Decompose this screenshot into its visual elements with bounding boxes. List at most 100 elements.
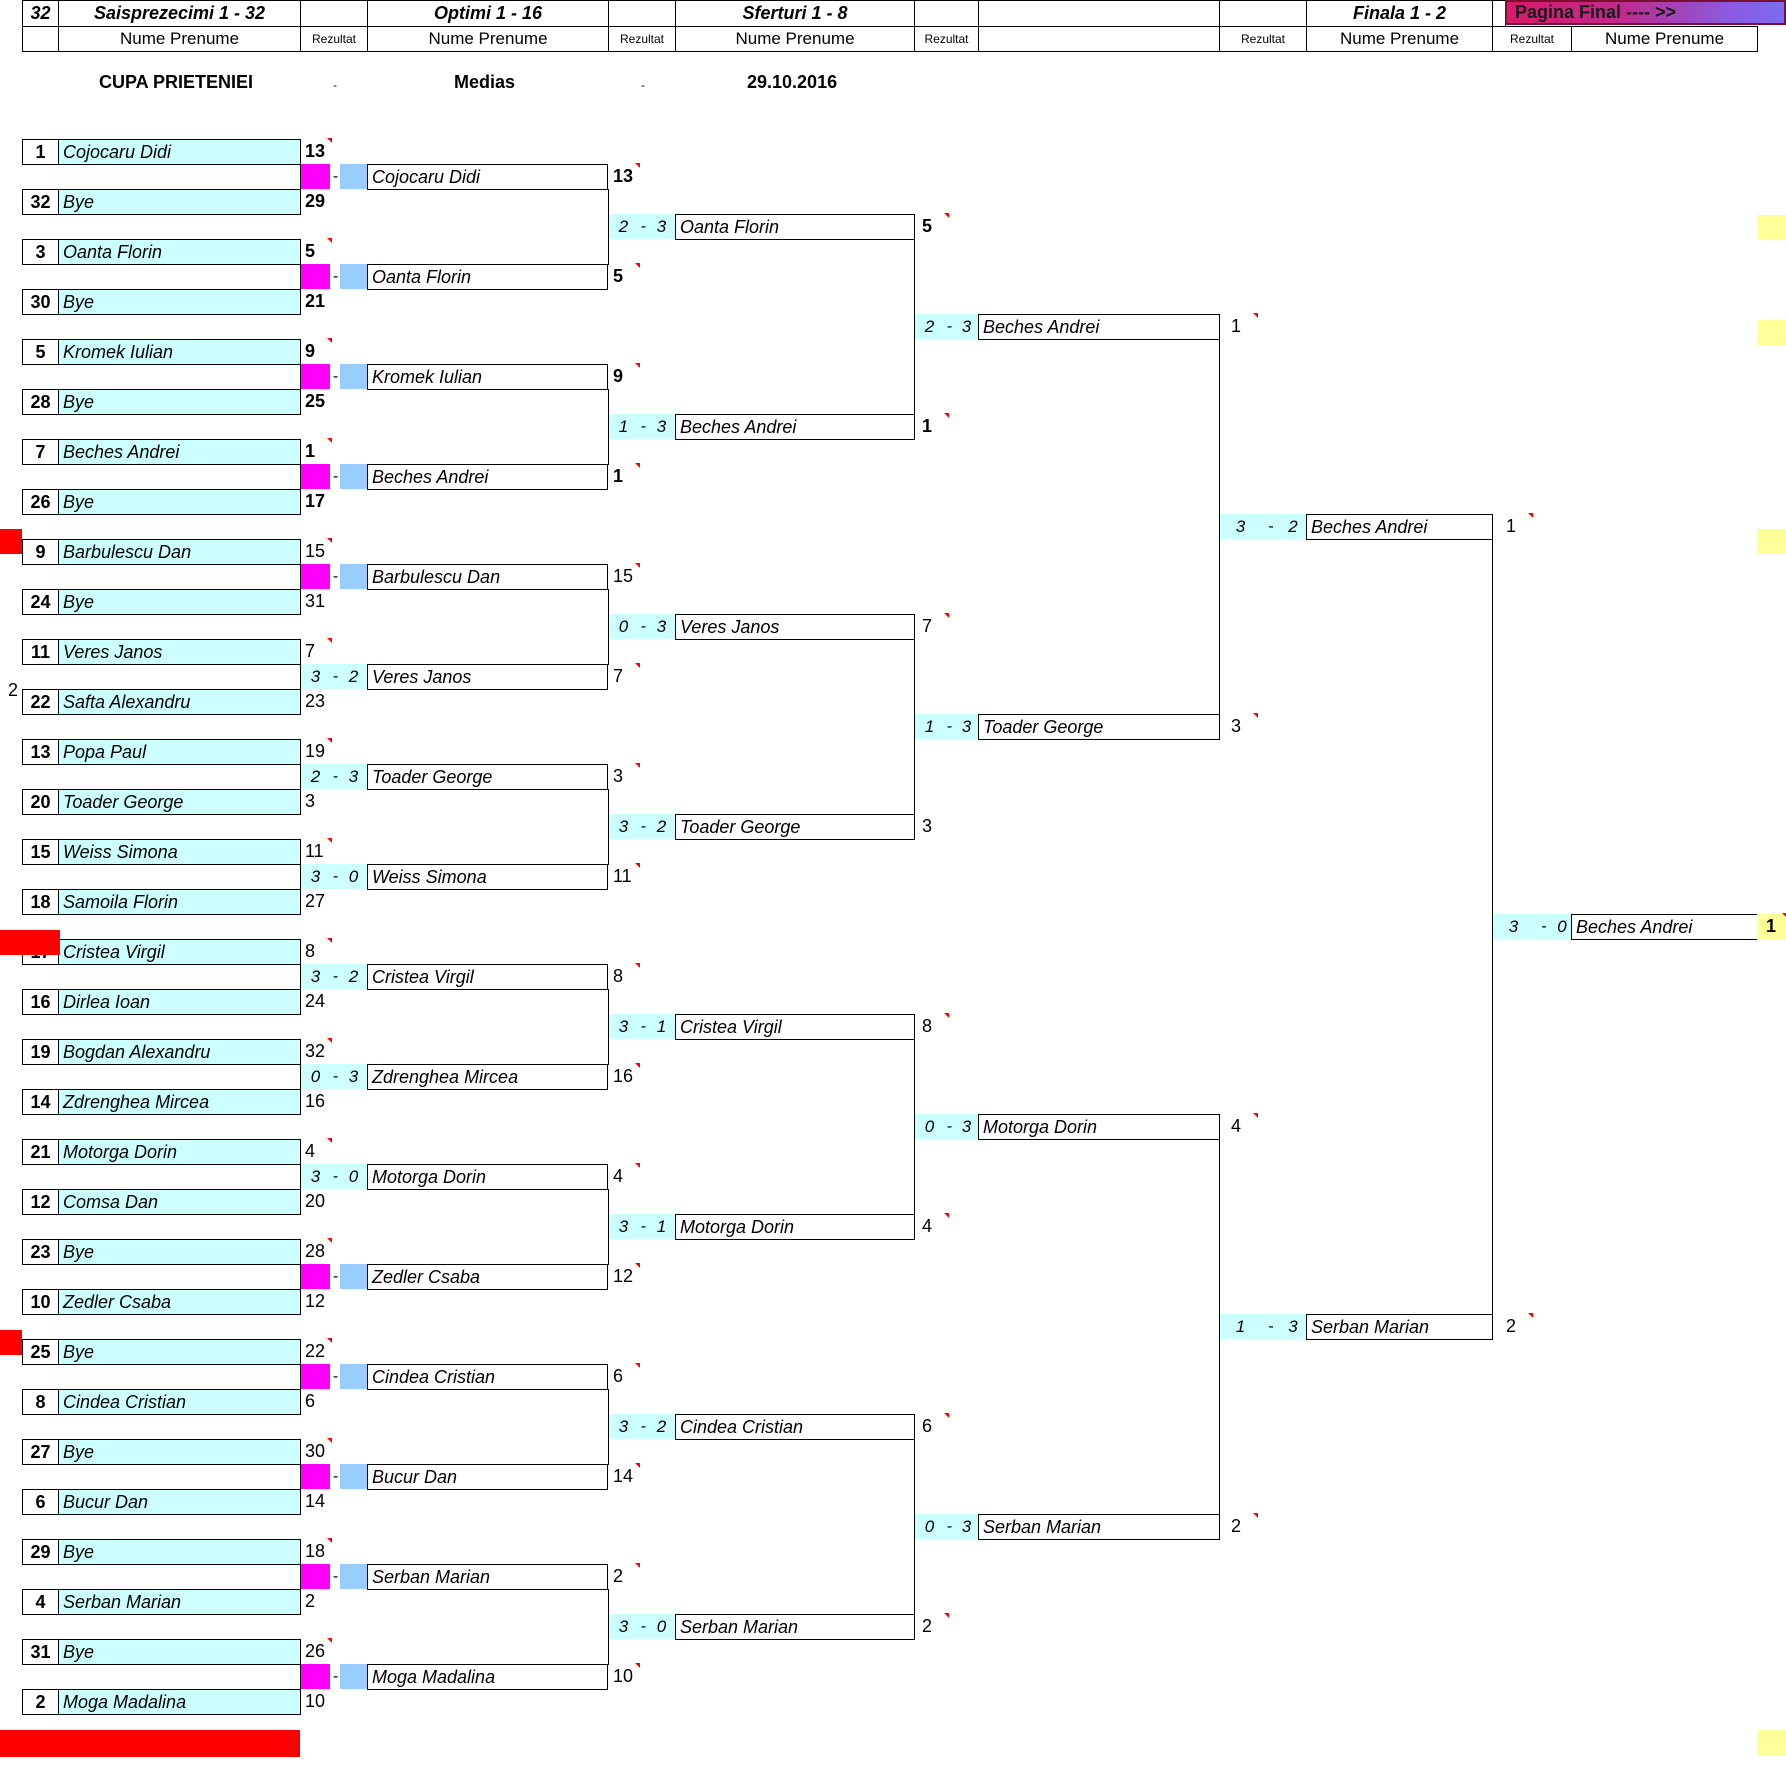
r16-score-empty-right[interactable] — [340, 1264, 367, 1289]
r16-player-name[interactable]: Weiss Simona — [367, 864, 608, 890]
r32-player-name[interactable]: Toader George — [58, 789, 301, 815]
r2-score-left[interactable]: 3 — [1219, 514, 1262, 539]
r16-player-name[interactable]: Oanta Florin — [367, 264, 608, 290]
r8-score-left[interactable]: 3 — [608, 1614, 639, 1639]
r8-score-left[interactable]: 3 — [608, 1214, 639, 1239]
r16-score-left[interactable]: 3 — [300, 664, 331, 689]
r32-player-name[interactable]: Serban Marian — [58, 1589, 301, 1615]
r32-player-name[interactable]: Moga Madalina — [58, 1689, 301, 1715]
r32-player-name[interactable]: Bye — [58, 189, 301, 215]
r16-player-name[interactable]: Cindea Cristian — [367, 1364, 608, 1390]
r4-player-name[interactable]: Beches Andrei — [978, 314, 1220, 340]
r4-score-right[interactable]: 3 — [954, 314, 979, 339]
r16-score-empty-left[interactable] — [300, 264, 331, 289]
r2-score-left[interactable]: 1 — [1219, 1314, 1262, 1339]
r2-score-right[interactable]: 2 — [1280, 514, 1306, 539]
r16-score-empty-left[interactable] — [300, 1464, 331, 1489]
r32-player-name[interactable]: Cindea Cristian — [58, 1389, 301, 1415]
r8-score-right[interactable]: 3 — [648, 214, 675, 239]
r32-player-name[interactable]: Popa Paul — [58, 739, 301, 765]
r16-score-empty-left[interactable] — [300, 564, 331, 589]
r32-player-name[interactable]: Motorga Dorin — [58, 1139, 301, 1165]
r32-player-name[interactable]: Weiss Simona — [58, 839, 301, 865]
r8-score-left[interactable]: 0 — [608, 614, 639, 639]
r16-score-empty-right[interactable] — [340, 1464, 367, 1489]
r8-score-left[interactable]: 3 — [608, 814, 639, 839]
r4-score-left[interactable]: 2 — [914, 314, 945, 339]
r32-player-name[interactable]: Safta Alexandru — [58, 689, 301, 715]
r32-player-name[interactable]: Bye — [58, 489, 301, 515]
r8-score-left[interactable]: 3 — [608, 1414, 639, 1439]
r16-score-empty-right[interactable] — [340, 1564, 367, 1589]
r32-player-name[interactable]: Zdrenghea Mircea — [58, 1089, 301, 1115]
r16-score-right[interactable]: 3 — [340, 1064, 367, 1089]
r8-score-left[interactable]: 1 — [608, 414, 639, 439]
r16-score-empty-right[interactable] — [340, 1664, 367, 1689]
r8-score-left[interactable]: 3 — [608, 1014, 639, 1039]
final-page-button[interactable]: Pagina Final ---- >> — [1505, 0, 1786, 25]
r4-player-name[interactable]: Toader George — [978, 714, 1220, 740]
r32-player-name[interactable]: Zedler Csaba — [58, 1289, 301, 1315]
r16-score-right[interactable]: 0 — [340, 1164, 367, 1189]
r16-score-empty-left[interactable] — [300, 1364, 331, 1389]
final-score-left[interactable]: 3 — [1492, 914, 1535, 939]
r8-score-right[interactable]: 3 — [648, 414, 675, 439]
r16-score-left[interactable]: 2 — [300, 764, 331, 789]
r16-score-left[interactable]: 3 — [300, 964, 331, 989]
r16-player-name[interactable]: Barbulescu Dan — [367, 564, 608, 590]
r16-score-empty-right[interactable] — [340, 464, 367, 489]
r16-score-empty-left[interactable] — [300, 464, 331, 489]
r32-player-name[interactable]: Bye — [58, 289, 301, 315]
r8-player-name[interactable]: Serban Marian — [675, 1614, 915, 1640]
r8-score-right[interactable]: 2 — [648, 1414, 675, 1439]
r16-score-empty-right[interactable] — [340, 164, 367, 189]
r2-score-right[interactable]: 3 — [1280, 1314, 1306, 1339]
final-score-right[interactable]: 0 — [1553, 914, 1571, 939]
r32-player-name[interactable]: Bye — [58, 1439, 301, 1465]
r8-player-name[interactable]: Cindea Cristian — [675, 1414, 915, 1440]
r16-score-empty-left[interactable] — [300, 1564, 331, 1589]
r16-player-name[interactable]: Veres Janos — [367, 664, 608, 690]
r16-player-name[interactable]: Zdrenghea Mircea — [367, 1064, 608, 1090]
r32-player-name[interactable]: Bye — [58, 389, 301, 415]
r8-player-name[interactable]: Cristea Virgil — [675, 1014, 915, 1040]
r32-player-name[interactable]: Kromek Iulian — [58, 339, 301, 365]
r16-player-name[interactable]: Motorga Dorin — [367, 1164, 608, 1190]
r16-score-empty-left[interactable] — [300, 1264, 331, 1289]
r16-player-name[interactable]: Kromek Iulian — [367, 364, 608, 390]
r4-player-name[interactable]: Motorga Dorin — [978, 1114, 1220, 1140]
r8-score-right[interactable]: 0 — [648, 1614, 675, 1639]
r16-score-left[interactable]: 0 — [300, 1064, 331, 1089]
r4-score-right[interactable]: 3 — [954, 1514, 979, 1539]
r16-player-name[interactable]: Toader George — [367, 764, 608, 790]
r8-score-right[interactable]: 2 — [648, 814, 675, 839]
r32-player-name[interactable]: Barbulescu Dan — [58, 539, 301, 565]
r16-score-right[interactable]: 0 — [340, 864, 367, 889]
r2-player-name[interactable]: Beches Andrei — [1306, 514, 1493, 540]
r8-score-right[interactable]: 1 — [648, 1214, 675, 1239]
r8-score-right[interactable]: 1 — [648, 1014, 675, 1039]
r16-score-empty-left[interactable] — [300, 364, 331, 389]
r4-score-left[interactable]: 0 — [914, 1114, 945, 1139]
r16-score-right[interactable]: 2 — [340, 664, 367, 689]
r32-player-name[interactable]: Beches Andrei — [58, 439, 301, 465]
r16-player-name[interactable]: Moga Madalina — [367, 1664, 608, 1690]
r32-player-name[interactable]: Veres Janos — [58, 639, 301, 665]
final-player-name[interactable]: Beches Andrei — [1571, 914, 1758, 940]
r32-player-name[interactable]: Cristea Virgil — [58, 939, 301, 965]
r16-player-name[interactable]: Beches Andrei — [367, 464, 608, 490]
r8-player-name[interactable]: Toader George — [675, 814, 915, 840]
r4-score-left[interactable]: 1 — [914, 714, 945, 739]
r32-player-name[interactable]: Oanta Florin — [58, 239, 301, 265]
r16-score-left[interactable]: 3 — [300, 864, 331, 889]
r16-player-name[interactable]: Cristea Virgil — [367, 964, 608, 990]
r16-score-empty-right[interactable] — [340, 264, 367, 289]
r4-score-right[interactable]: 3 — [954, 714, 979, 739]
r16-score-right[interactable]: 2 — [340, 964, 367, 989]
r4-score-right[interactable]: 3 — [954, 1114, 979, 1139]
r8-score-left[interactable]: 2 — [608, 214, 639, 239]
r16-player-name[interactable]: Serban Marian — [367, 1564, 608, 1590]
r16-player-name[interactable]: Cojocaru Didi — [367, 164, 608, 190]
r32-player-name[interactable]: Samoila Florin — [58, 889, 301, 915]
r32-player-name[interactable]: Bye — [58, 1339, 301, 1365]
